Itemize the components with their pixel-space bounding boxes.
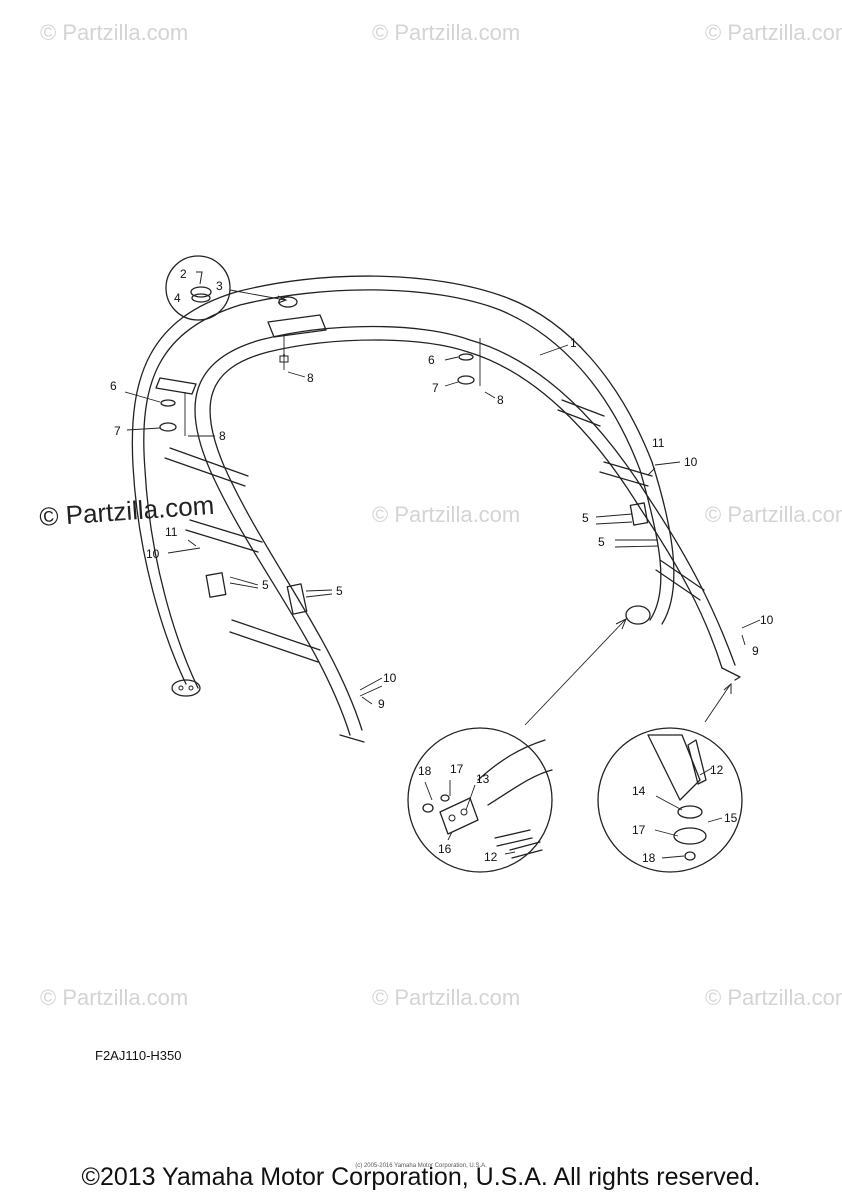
callout-12: 12: [710, 763, 724, 777]
callout-17: 17: [632, 823, 646, 837]
callout-9: 9: [378, 697, 385, 711]
inset-foot-detail-right: [597, 682, 743, 873]
callout-5: 5: [262, 578, 269, 592]
watermark: © Partzilla.com: [372, 502, 520, 527]
callout-5: 5: [598, 535, 605, 549]
small-copyright: (c) 2005-2016 Yamaha Motor Corporation, …: [355, 1163, 487, 1169]
callout-17: 17: [450, 762, 464, 776]
callout-labels: 1 2 3 4 5 5 5 5 6 6 7 7 8 8 8 9 9 10 10 …: [110, 267, 774, 865]
callout-12: 12: [484, 850, 498, 864]
watermark: © Partzilla.com: [372, 20, 520, 45]
callout-5: 5: [336, 584, 343, 598]
callout-8: 8: [497, 393, 504, 407]
callout-18: 18: [418, 764, 432, 778]
diagram-code: F2AJ110-H350: [95, 1048, 182, 1063]
callout-7: 7: [432, 381, 439, 395]
callout-14: 14: [632, 784, 646, 798]
watermark-prominent: © Partzilla.com: [38, 490, 215, 532]
callout-6: 6: [110, 379, 117, 393]
watermark: © Partzilla.com: [40, 985, 188, 1010]
callout-11: 11: [165, 525, 178, 539]
callout-5: 5: [582, 511, 589, 525]
callout-18: 18: [642, 851, 656, 865]
callout-8: 8: [307, 371, 314, 385]
callout-9: 9: [752, 644, 759, 658]
callout-8: 8: [219, 429, 226, 443]
callout-16: 16: [438, 842, 452, 856]
callout-2: 2: [180, 267, 187, 281]
callout-11: 11: [652, 436, 665, 450]
tower-frame: [131, 275, 741, 743]
callout-10: 10: [760, 613, 774, 627]
callout-13: 13: [476, 772, 490, 786]
copyright-notice: ©2013 Yamaha Motor Corporation, U.S.A. A…: [81, 1163, 761, 1191]
watermark: © Partzilla.com: [40, 20, 188, 45]
watermark: © Partzilla.com: [705, 20, 842, 45]
callout-1: 1: [570, 336, 577, 350]
callout-10: 10: [383, 671, 397, 685]
callout-7: 7: [114, 424, 121, 438]
callout-10: 10: [146, 547, 160, 561]
watermark-group: © Partzilla.com © Partzilla.com © Partzi…: [40, 20, 842, 1010]
callout-15: 15: [724, 811, 738, 825]
watermark: © Partzilla.com: [705, 502, 842, 527]
callout-3: 3: [216, 279, 223, 293]
watermark: © Partzilla.com: [705, 985, 842, 1010]
callout-10: 10: [684, 455, 698, 469]
watermark: © Partzilla.com: [372, 985, 520, 1010]
leader-lines: [124, 344, 761, 859]
inset-foot-detail-left: [407, 617, 627, 873]
callout-4: 4: [174, 291, 181, 305]
callout-6: 6: [428, 353, 435, 367]
inset-knob-detail: [165, 255, 288, 321]
